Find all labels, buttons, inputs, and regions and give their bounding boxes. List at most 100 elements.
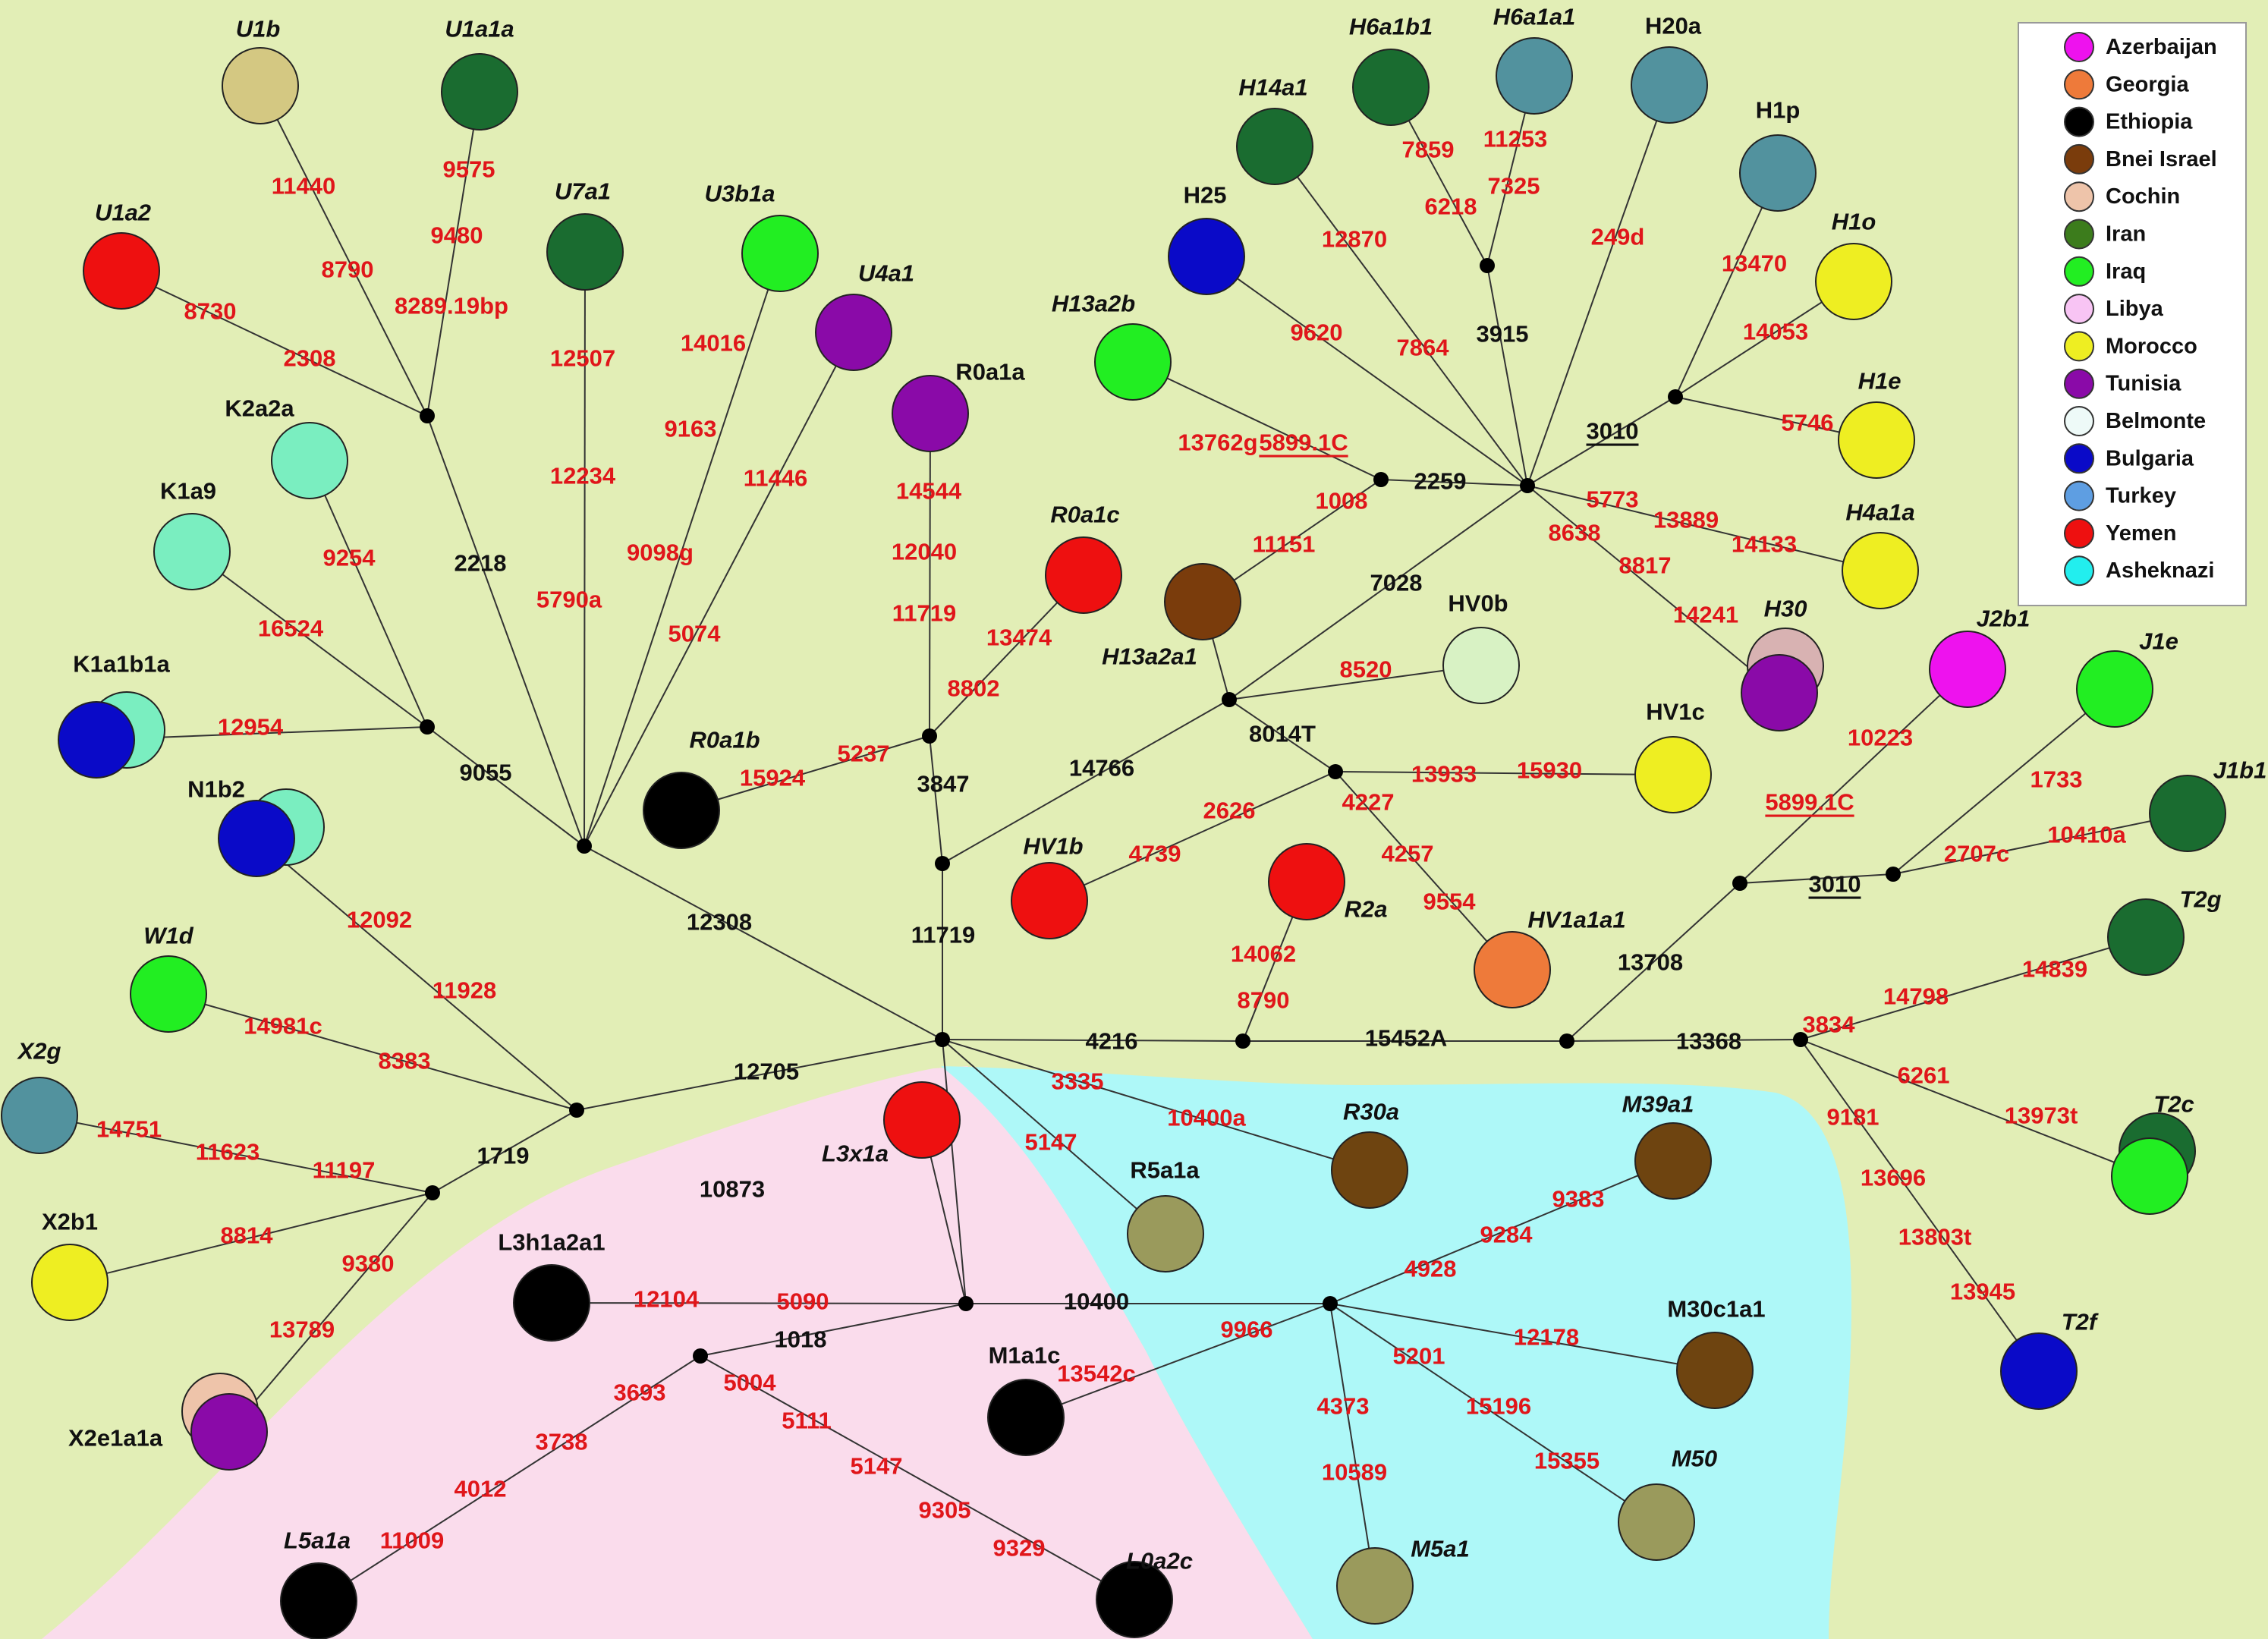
mutation-label: 11719: [911, 922, 976, 948]
legend-swatch: [2064, 331, 2094, 362]
mutation-label: 8383: [379, 1048, 431, 1074]
mutation-label: 12040: [892, 539, 957, 565]
legend-item: Bulgaria: [2064, 443, 2194, 474]
network-edge: [584, 845, 943, 1040]
mutation-label: 1018: [775, 1326, 827, 1353]
mutation-label: 13470: [1722, 250, 1787, 277]
haplogroup-node: H6a1b1: [1349, 14, 1433, 126]
haplogroup-circle: [83, 232, 160, 310]
mutation-label: 249d: [1591, 224, 1645, 250]
network-edge: [121, 270, 428, 417]
mutation-label: 14062: [1231, 941, 1296, 967]
mutation-label: 13708: [1618, 949, 1683, 976]
network-edge: [1486, 265, 1528, 486]
haplogroup-circle: [1676, 1332, 1754, 1409]
median-vector-dot: [1328, 764, 1343, 779]
haplogroup-circle: [513, 1264, 590, 1342]
legend-item: Libya: [2064, 294, 2164, 325]
mutation-label: 5237: [838, 741, 890, 767]
median-vector-dot: [935, 1032, 950, 1047]
median-vector-dot: [1323, 1296, 1338, 1311]
median-vector-dot: [420, 719, 435, 735]
mutation-label: 11440: [272, 173, 336, 200]
network-edge: [1566, 882, 1741, 1042]
haplogroup-node: U1a1a: [441, 16, 518, 131]
haplogroup-circle: [1739, 134, 1817, 212]
network-edge: [260, 85, 428, 417]
legend-item: Cochin: [2064, 181, 2180, 212]
median-vector-dot: [935, 856, 950, 871]
mutation-label: 14798: [1883, 983, 1949, 1010]
haplogroup-circle: [741, 215, 819, 292]
haplogroup-label: T2f: [2062, 1309, 2099, 1335]
mutation-label: 4739: [1129, 841, 1181, 867]
mutation-label: 12954: [218, 714, 284, 741]
mutation-label: 13889: [1653, 507, 1719, 533]
mutation-label: 7859: [1402, 137, 1455, 163]
mutation-label: 2707c: [1944, 841, 2009, 867]
haplogroup-label: M30c1a1: [1667, 1296, 1765, 1323]
haplogroup-circle: [1094, 323, 1172, 401]
mutation-label: 7028: [1370, 570, 1423, 596]
mutation-label: 15196: [1466, 1393, 1531, 1420]
haplogroup-circle: [441, 53, 518, 131]
legend-label: Libya: [2106, 297, 2164, 321]
mutation-label: 3847: [917, 771, 970, 797]
legend-swatch: [2064, 406, 2094, 436]
mutation-label: 3834: [1803, 1011, 1856, 1038]
haplogroup-circle: [2107, 898, 2185, 976]
haplogroup-label: HV1a1a1: [1527, 907, 1625, 933]
haplogroup-label: R0a1c: [1050, 502, 1119, 528]
haplogroup-label: R5a1a: [1130, 1157, 1200, 1184]
network-edge: [1527, 485, 1780, 694]
haplogroup-node: R0a1c: [1045, 502, 1122, 614]
legend-label: Iran: [2106, 222, 2146, 247]
median-vector-dot: [1235, 1033, 1250, 1049]
haplogroup-label: L3x1a: [822, 1140, 889, 1167]
haplogroup-node: M39a1: [1622, 1091, 1712, 1200]
mutation-label: 16524: [258, 615, 324, 642]
haplogroup-node: H13a2a1: [1102, 563, 1241, 670]
median-vector-dot: [1886, 867, 1901, 882]
network-edge: [1380, 479, 1528, 486]
haplogroup-label: T2c: [2153, 1091, 2194, 1118]
legend-item: Iraq: [2064, 256, 2146, 287]
mutation-label: 1719: [477, 1143, 530, 1169]
haplogroup-circle: [1618, 1483, 1695, 1561]
mutation-label: 12178: [1514, 1324, 1579, 1351]
haplogroup-circle: [1442, 627, 1520, 704]
haplogroup-node: HV1b: [1011, 833, 1088, 939]
network-edge: [942, 1039, 1166, 1235]
haplogroup-circle: [1815, 243, 1892, 320]
network-edge: [1329, 1303, 1657, 1523]
mutation-label: 9181: [1827, 1104, 1880, 1131]
haplogroup-label: H4a1a: [1845, 499, 1914, 526]
mutation-label: 15930: [1517, 757, 1582, 784]
haplogroup-node: J1b1: [2149, 757, 2266, 852]
mutation-label: 5201: [1393, 1343, 1445, 1370]
median-vector-dot: [958, 1296, 974, 1311]
mutation-label: 8817: [1619, 552, 1672, 579]
mutation-label: 11446: [744, 465, 808, 492]
mutation-label: 14241: [1673, 602, 1738, 628]
mutation-label: 5746: [1782, 410, 1834, 436]
legend-swatch: [2064, 480, 2094, 511]
legend-swatch: [2064, 69, 2094, 100]
haplogroup-circle: [1336, 1547, 1414, 1625]
network-edge: [1800, 1039, 2040, 1372]
haplogroup-label: X2g: [17, 1038, 61, 1065]
haplogroup-node: M30c1a1: [1667, 1296, 1766, 1409]
mutation-label: 6261: [1898, 1062, 1950, 1089]
network-edge: [318, 1355, 701, 1602]
haplogroup-label: L0a2c: [1126, 1548, 1193, 1575]
haplogroup-circle: [892, 375, 969, 452]
legend-label: Yemen: [2106, 521, 2177, 546]
mutation-label: 13762g: [1178, 429, 1257, 456]
haplogroup-node: H1p: [1739, 97, 1817, 212]
mutation-label: 12507: [550, 345, 615, 372]
median-vector-dot: [1222, 692, 1237, 707]
haplogroup-circle: [1268, 843, 1345, 920]
